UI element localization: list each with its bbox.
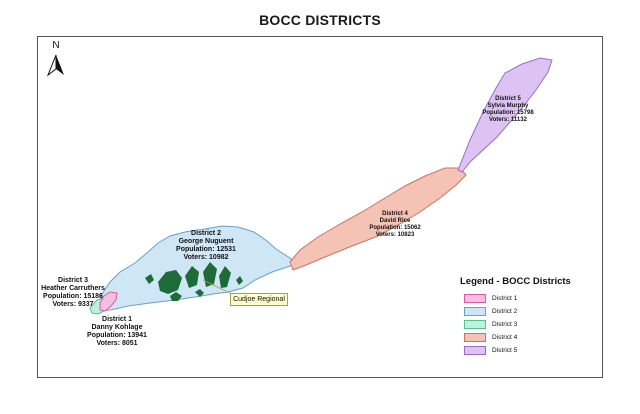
legend-item-district-1: District 1 [464, 293, 610, 305]
district-1-area[interactable] [99, 291, 118, 312]
legend: Legend - BOCC Districts District 1 Distr… [460, 276, 610, 358]
district-3-label: District 3 Heather Carruthers Population… [41, 277, 105, 309]
north-arrow-icon [46, 54, 64, 77]
legend-item-district-4: District 4 [464, 332, 610, 344]
legend-item-district-2: District 2 [464, 306, 610, 318]
callout-leader-line [202, 279, 235, 296]
north-label: N [52, 40, 60, 51]
district-1-label: District 1 Danny Kohlage Population: 139… [87, 316, 147, 348]
legend-swatch [464, 320, 486, 330]
district-2-label: District 2 George Nuguent Population: 12… [176, 230, 236, 262]
legend-swatch [464, 346, 486, 356]
district-4-area[interactable] [289, 167, 467, 271]
north-arrow: N [45, 40, 67, 51]
district-5-area[interactable] [457, 57, 553, 173]
district-5-label: District 5 Sylvia Murphy Population: 157… [482, 96, 534, 123]
islands-land [145, 262, 243, 301]
legend-item-district-3: District 3 [464, 319, 610, 331]
legend-swatch [464, 294, 486, 304]
page-title: BOCC DISTRICTS [259, 12, 381, 28]
district-2-area[interactable] [99, 225, 297, 312]
legend-item-district-5: District 5 [464, 345, 610, 357]
cudjoe-regional-callout: Cudjoe Regional [230, 293, 288, 306]
legend-swatch [464, 307, 486, 317]
legend-swatch [464, 333, 486, 343]
district-4-label: District 4 David Rice Population: 15062 … [369, 211, 421, 238]
legend-title: Legend - BOCC Districts [460, 276, 571, 287]
